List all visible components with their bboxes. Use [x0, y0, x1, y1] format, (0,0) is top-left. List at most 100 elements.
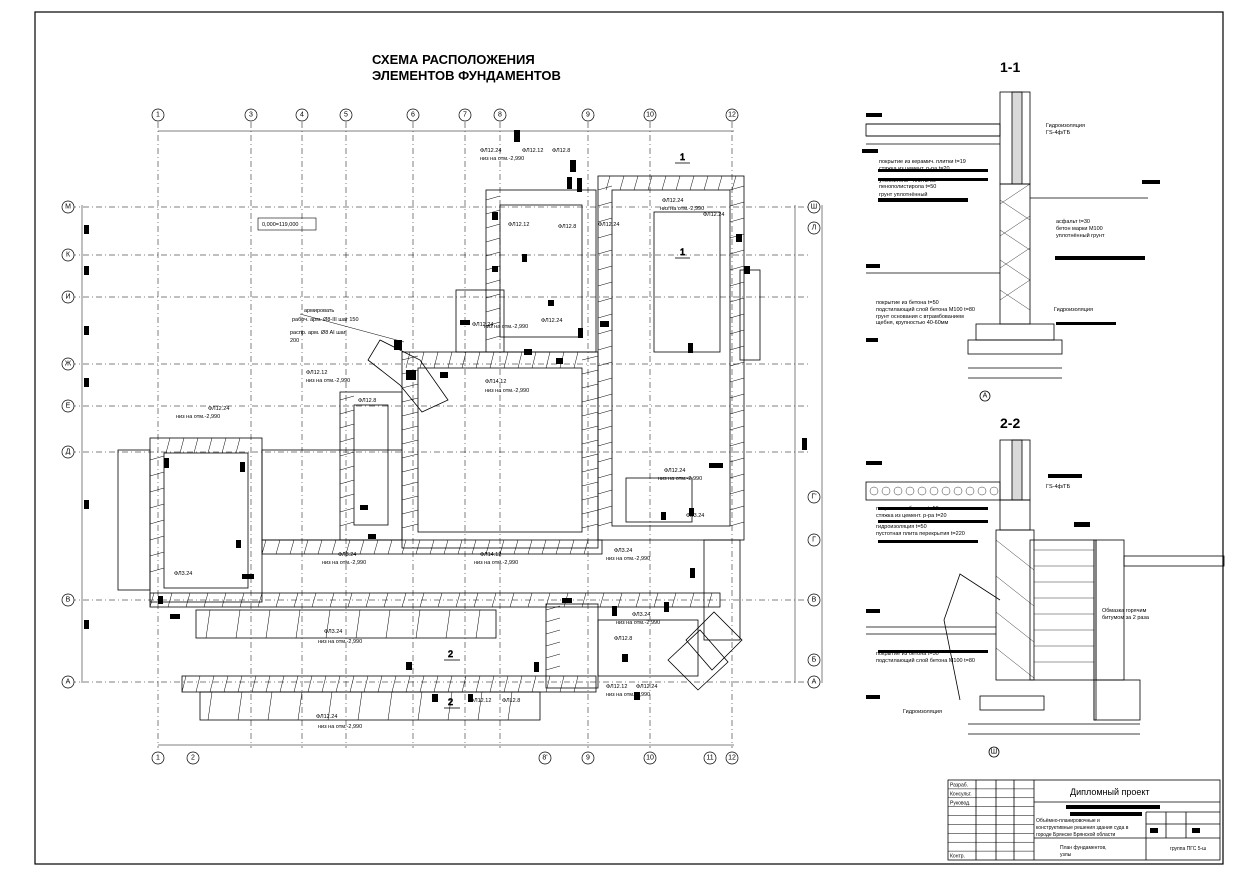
stamp-sheet-title1: План фундаментов, — [1060, 845, 1107, 851]
title-line1: СХЕМА РАСПОЛОЖЕНИЯ — [372, 52, 535, 67]
axis-col-top-6: 8 — [493, 108, 507, 122]
section-1-1-label: 1-1 — [1000, 59, 1020, 75]
plan-label-24: низ на отм.-2,990 — [474, 560, 518, 566]
s1-note-13: щебня, крупностью 40-60мм — [876, 320, 949, 326]
level-mark: 0,000=119,000 — [257, 217, 317, 231]
note-line1: армировать — [304, 308, 334, 314]
section-2-2-hatch — [995, 539, 1094, 679]
cut-1-bottom: 1 — [680, 247, 685, 257]
plan-label-21: ФЛ3.24 — [338, 552, 356, 558]
s1-note-5: пенополистирола t=50 — [879, 184, 936, 190]
s1-note-9: уплотнённый грунт — [1056, 232, 1105, 239]
title-block — [947, 779, 1221, 861]
plan-label-26: низ на отм.-2,990 — [606, 556, 650, 562]
axis-row-left-6: В — [61, 593, 75, 607]
axis-col-top-9: 12 — [725, 108, 739, 122]
axis-col-top-6-label: 8 — [498, 112, 502, 119]
axis-col-bottom-3: 9 — [581, 751, 595, 765]
plan-label-7: ФЛ12.12 — [508, 222, 529, 228]
plan-label-0: ФЛ12.24 — [480, 148, 501, 154]
stamp-desc3: городе Брянске Брянской области — [1036, 831, 1116, 838]
plan-label-33: ФЛ12.12 — [606, 684, 627, 690]
plan-label-29: низ на отм.-2,990 — [318, 639, 362, 645]
axis-col-top-2-label: 4 — [300, 112, 304, 119]
axis-row-left-6-label: В — [66, 597, 71, 604]
axis-row-right-6-label: А — [812, 679, 817, 686]
s2-note-1: покрытие из бетона t=50 — [876, 506, 939, 512]
plan-label-12: ФЛ12.12 — [306, 370, 327, 376]
axis-col-top-8: 10 — [643, 108, 657, 122]
axis-col-top-4: 6 — [406, 108, 420, 122]
axis-col-top-2: 4 — [295, 108, 309, 122]
axis-col-bottom-0: 1 — [151, 751, 165, 765]
axis-col-bottom-4-label: 10 — [646, 755, 654, 762]
plan-label-36: ФЛ12.12 — [470, 698, 491, 704]
plan-label-22: низ на отм.-2,990 — [322, 560, 366, 566]
note-line3: распр. арм. Ø8 AI шаг — [290, 330, 346, 336]
axis-row-left-7: А — [61, 675, 75, 689]
axis-col-top-0-label: 1 — [156, 112, 160, 119]
plan-label-3: ФЛ12.8 — [552, 148, 570, 154]
axis-col-top-3-label: 5 — [344, 112, 348, 119]
s2-note-7: Обмазка горячим — [1102, 608, 1147, 614]
section-2-2-label: 2-2 — [1000, 415, 1020, 431]
axis-col-top-4-label: 6 — [411, 112, 415, 119]
axis-col-bottom-6-label: 12 — [728, 755, 736, 762]
axis-col-bottom-3-label: 9 — [586, 755, 590, 762]
cut-2-bottom: 2 — [448, 697, 453, 707]
axis-col-top-9-label: 12 — [728, 112, 736, 119]
plan-label-11: ФЛ12.24 — [541, 318, 562, 324]
s2-note-2: стяжка из цемент. р-ра t=20 — [876, 513, 947, 519]
axis-row-right-4-label: В — [812, 597, 817, 604]
axis-col-top-7: 9 — [581, 108, 595, 122]
s1-note-14: Гидроизоляция — [1054, 307, 1093, 313]
axis-row-right-6: А — [807, 675, 821, 689]
plan-label-19: ФЛ12.24 — [664, 468, 685, 474]
plan-label-32: ФЛ12.8 — [614, 636, 632, 642]
plan-label-4: ФЛ12.24 — [662, 198, 683, 204]
axis-row-right-5: Б — [807, 653, 821, 667]
axis-row-left-1-label: К — [66, 252, 71, 259]
plan-label-27: ФЛ3.24 — [174, 571, 192, 577]
axis-row-right-2: Г' — [807, 490, 821, 504]
strip-hatching — [149, 175, 745, 721]
plan-label-10: низ на отм.-2,990 — [484, 324, 528, 330]
s1-note-10: покрытие из бетона t=50 — [876, 300, 939, 306]
cut-2-top: 2 — [448, 649, 453, 659]
plan-label-14: ФЛ12.8 — [358, 398, 376, 404]
stamp-desc1: Объёмно-планировочные и — [1036, 818, 1100, 824]
plan-label-28: ФЛ3.24 — [324, 629, 342, 635]
axis-col-bottom-6: 12 — [725, 751, 739, 765]
stamp-project: Дипломный проект — [1070, 787, 1150, 797]
stamp-desc2: конструктивные решения здания суда в — [1036, 825, 1129, 831]
section-2-2-axis: Ш — [991, 749, 997, 756]
axis-grid — [70, 122, 808, 748]
axis-col-top-3: 5 — [339, 108, 353, 122]
s1-note-7: асфальт t=30 — [1056, 219, 1090, 225]
plan-label-40: ФЛ3.24 — [686, 513, 704, 519]
plan-label-34: низ на отм.-2,990 — [606, 692, 650, 698]
axis-row-left-5-label: Д — [66, 449, 71, 456]
axis-row-left-4-label: Е — [66, 403, 71, 410]
plan-label-2: ФЛ12.12 — [522, 148, 543, 154]
plan-label-8: ФЛ12.8 — [558, 224, 576, 230]
section-1-1: 1-1 — [862, 59, 1160, 402]
s2-note-8: битумом за 2 раза — [1102, 615, 1150, 621]
s1-note-3: стяжка из цемент. р-ра t=20 — [879, 166, 950, 172]
s1-note-0: Гидроизоляция — [1046, 123, 1085, 129]
section-1-1-axis: А — [983, 393, 988, 400]
section-2-2: 2-2 — [865, 415, 1225, 758]
axis-row-right-5-label: Б — [812, 657, 817, 664]
axis-row-left-4: Е — [61, 399, 75, 413]
axis-row-right-0-label: Ш — [811, 204, 817, 211]
s2-note-4: пустотная плита перекрытия t=220 — [876, 531, 965, 537]
axis-row-right-4: В — [807, 593, 821, 607]
s1-note-6: грунт уплотнённый — [879, 191, 928, 198]
s2-note-6: подстилающий слой бетона М100 t=80 — [876, 657, 975, 664]
axis-col-bottom-0-label: 1 — [156, 755, 160, 762]
s2-note-9: Гидроизоляция — [903, 709, 942, 715]
title-block-text: Дипломный проект Объёмно-планировочные и… — [1036, 787, 1206, 858]
section-cut-markers: 1 1 2 2 — [444, 152, 690, 709]
